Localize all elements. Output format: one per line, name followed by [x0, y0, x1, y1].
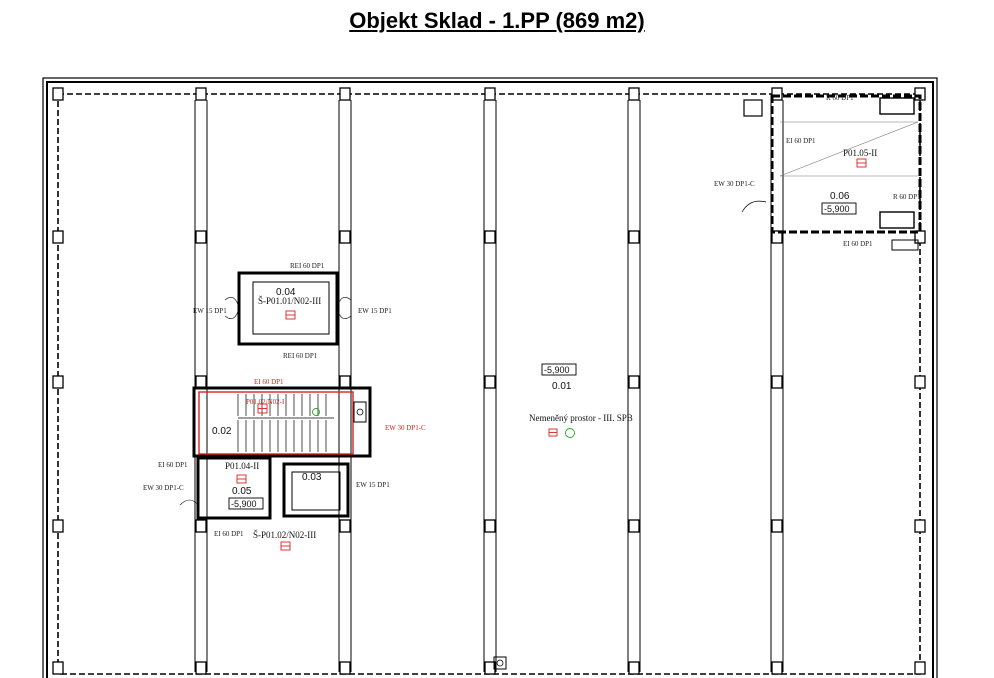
room-code-006: P01.05-II	[843, 148, 877, 158]
room-code-004: Š-P01.01/N02-III	[258, 296, 321, 306]
exit-sign-icon	[312, 408, 575, 438]
label-ew15-left-shaft: EW 15 DP1	[193, 307, 227, 315]
room-zone-001: Nemeněný prostor - III. SPB	[529, 413, 633, 423]
label-ew30-stair: EW 30 DP1-C	[385, 424, 426, 432]
lower-rooms	[179, 456, 350, 520]
room-number-006: 0.06	[830, 191, 850, 202]
room-level-005: -5,900	[231, 499, 257, 509]
drain-icon	[493, 656, 507, 670]
label-rei60-bottom-shaft: REI 60 DP1	[283, 352, 318, 360]
label-ei60-right-bottom: EI 60 DP1	[843, 240, 873, 248]
room-number-004: 0.04	[276, 287, 296, 298]
page-title: Objekt Sklad - 1.PP (869 m2)	[349, 8, 645, 33]
label-rei60-top-shaft: REI 60 DP1	[290, 262, 325, 270]
label-ew15-mid: EW 15 DP1	[356, 481, 390, 489]
label-ew30-right: EW 30 DP1-C	[714, 180, 755, 188]
label-r60-top-right: R 60 DP1	[826, 94, 854, 102]
label-ei60-stair-top: EI 60 DP1	[254, 378, 284, 386]
room-labels: 0.04 Š-P01.01/N02-III -5,900 0.01 Nemeně…	[212, 148, 877, 540]
label-ei60-right-top: EI 60 DP1	[786, 137, 816, 145]
right-room	[741, 94, 922, 251]
label-ew30-left: EW 30 DP1-C	[143, 484, 184, 492]
room-number-003: 0.03	[302, 472, 322, 483]
room-markers	[236, 158, 867, 551]
stair-code: P01.02/N02-I	[246, 398, 285, 406]
label-ei60-left: EI 60 DP1	[158, 461, 188, 469]
label-r60-right-side: R 60 DP1	[893, 193, 921, 201]
door-labels: REI 60 DP1 REI 60 DP1 EW 15 DP1 EW 15 DP…	[143, 94, 921, 538]
label-ei60-bottom-left: EI 60 DP1	[214, 530, 244, 538]
label-ew15-right-shaft: EW 15 DP1	[358, 307, 392, 315]
room-number-005: 0.05	[232, 486, 252, 497]
room-number-002: 0.02	[212, 426, 232, 437]
level-boxes	[228, 202, 857, 510]
room-number-001: 0.01	[552, 381, 572, 392]
room-level-006: -5,900	[824, 204, 850, 214]
stair-core	[192, 386, 372, 458]
structural-columns	[52, 87, 926, 675]
small-shaft	[224, 271, 352, 346]
room-code-005: P01.04-II	[225, 461, 259, 471]
shaft-bottom-code: Š-P01.02/N02-III	[253, 530, 316, 540]
room-level-001: -5,900	[544, 365, 570, 375]
